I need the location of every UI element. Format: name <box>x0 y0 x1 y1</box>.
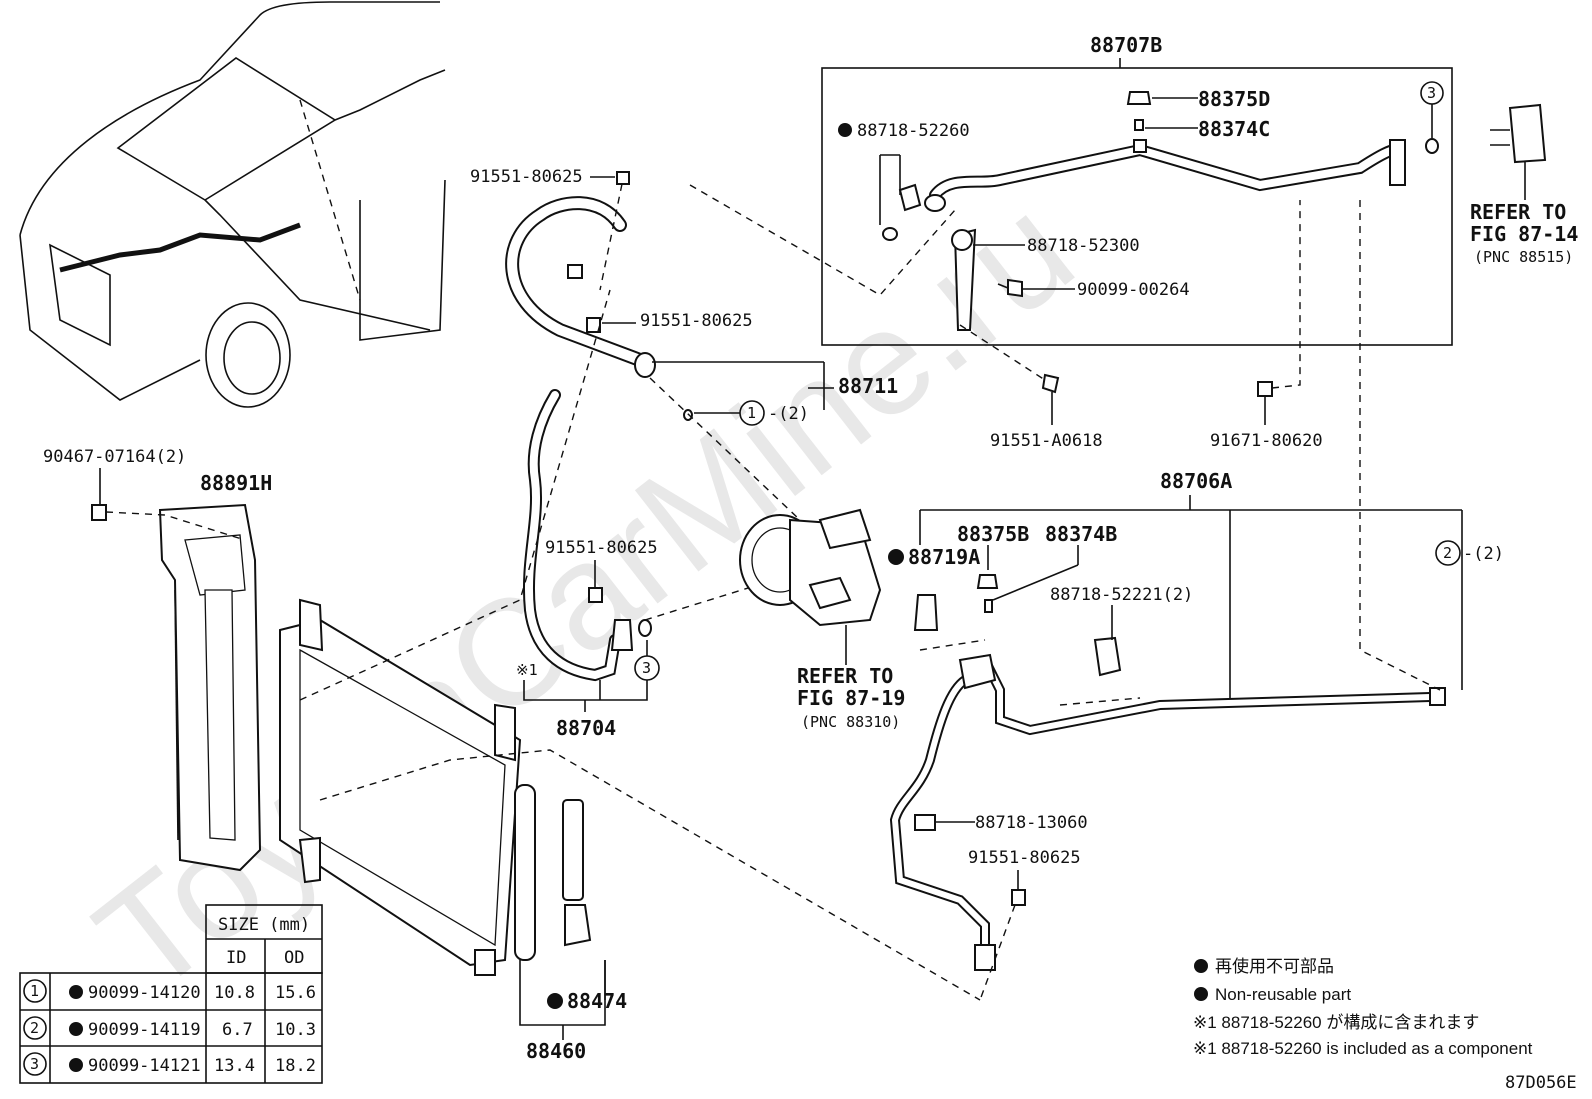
part-label-91551-80625-right: 91551-80625 <box>968 848 1081 868</box>
note-mark-88704: ※1 <box>516 661 538 679</box>
part-label-88719A: 88719A <box>908 545 980 569</box>
part-label-88718-52221: 88718-52221(2) <box>1050 585 1193 605</box>
size-table: SIZE (mm) ID OD 1 90099-14120 10.8 15.6 … <box>19 904 323 1084</box>
table-row-part: 90099-14121 <box>88 1056 201 1076</box>
table-row-od: 18.2 <box>275 1056 316 1076</box>
part-label-91551-80625-mid: 91551-80625 <box>640 311 753 331</box>
compressor <box>739 508 882 665</box>
part-label-91551-A0618: 91551-A0618 <box>990 431 1103 451</box>
table-row-marker <box>23 979 47 1003</box>
part-label-91551-80625-lower: 91551-80625 <box>545 538 658 558</box>
table-row-ref: 3 <box>30 1055 39 1073</box>
part-label-88460: 88460 <box>526 1039 586 1063</box>
part-label-88704: 88704 <box>556 716 616 740</box>
marker-1-qty: -(2) <box>768 404 809 424</box>
table-row-id: 10.8 <box>214 983 255 1003</box>
legend-dot <box>1194 959 1208 973</box>
hose-88711 <box>505 171 956 521</box>
table-row-ref: 1 <box>30 982 39 1000</box>
legend-line2: Non-reusable part <box>1215 985 1351 1004</box>
part-label-88891H: 88891H <box>200 471 272 495</box>
table-row-ref: 2 <box>30 1019 39 1037</box>
ref-fig-87-19-line2: FIG 87-19 <box>797 686 905 710</box>
marker-3-lower-text: 3 <box>642 659 651 677</box>
legend: 再使用不可部品 Non-reusable part ※1 88718-52260… <box>1193 956 1533 1058</box>
part-label-90467-07164: 90467-07164(2) <box>43 447 186 467</box>
legend-dot <box>1194 987 1208 1001</box>
legend-line1: 再使用不可部品 <box>1215 956 1334 976</box>
marker-2-text: 2 <box>1443 544 1452 562</box>
non-reusable-dot <box>69 1058 83 1072</box>
size-table-header: SIZE (mm) <box>218 915 310 935</box>
table-row-part: 90099-14120 <box>88 983 201 1003</box>
table-row-od: 10.3 <box>275 1020 316 1040</box>
part-label-91671-80620: 91671-80620 <box>1210 431 1323 451</box>
size-table-col-id: ID <box>226 948 246 968</box>
legend-line3: ※1 88718-52260 が構成に含まれます <box>1193 1013 1479 1032</box>
part-label-88718-13060: 88718-13060 <box>975 813 1088 833</box>
ref-fig-87-19-line1: REFER TO <box>797 664 893 688</box>
non-reusable-dot <box>838 123 852 137</box>
diagram-code: 87D056E <box>1505 1073 1577 1093</box>
part-label-88374B: 88374B <box>1045 522 1117 546</box>
part-label-88718-52300: 88718-52300 <box>1027 236 1140 256</box>
ref-fig-87-19-line3: (PNC 88310) <box>801 713 900 731</box>
table-row-id: 13.4 <box>214 1056 255 1076</box>
vehicle-sketch <box>19 1 446 408</box>
part-label-88374C: 88374C <box>1198 117 1270 141</box>
part-label-88707B: 88707B <box>1090 33 1162 57</box>
part-label-88474: 88474 <box>567 989 627 1013</box>
non-reusable-dot <box>547 993 563 1009</box>
table-row-marker <box>23 1016 47 1040</box>
hose-88704 <box>522 389 791 682</box>
legend-line4: ※1 88718-52260 is included as a componen… <box>1193 1039 1533 1058</box>
table-row-marker <box>23 1052 47 1076</box>
assembly-88707B: 88707B <box>821 33 1547 346</box>
part-label-91551-80625-top: 91551-80625 <box>470 167 583 187</box>
marker-1-text: 1 <box>747 404 756 422</box>
size-table-col-od: OD <box>284 948 304 968</box>
marker-2 <box>1435 540 1461 566</box>
ref-fig-87-14-line3: (PNC 88515) <box>1474 248 1573 266</box>
part-label-88706A: 88706A <box>1160 469 1232 493</box>
table-row-od: 15.6 <box>275 983 316 1003</box>
table-row-part: 90099-14119 <box>88 1020 201 1040</box>
non-reusable-dot <box>69 1022 83 1036</box>
part-label-88375D: 88375D <box>1198 87 1270 111</box>
marker-3-text: 3 <box>1427 84 1436 102</box>
part-label-88375B: 88375B <box>957 522 1029 546</box>
non-reusable-dot <box>69 985 83 999</box>
condenser <box>279 289 981 1040</box>
table-row-id: 6.7 <box>222 1020 253 1040</box>
part-label-90099-00264: 90099-00264 <box>1077 280 1190 300</box>
assembly-88706A: 88706A <box>889 200 1463 1001</box>
bracket-88891H <box>91 468 262 872</box>
ref-fig-87-14-line1: REFER TO <box>1470 200 1566 224</box>
part-label-88718-52260: 88718-52260 <box>857 121 970 141</box>
part-label-88711: 88711 <box>838 374 898 398</box>
non-reusable-dot <box>888 549 904 565</box>
ref-fig-87-14-line2: FIG 87-14 <box>1470 222 1578 246</box>
marker-2-qty: -(2) <box>1463 544 1504 564</box>
